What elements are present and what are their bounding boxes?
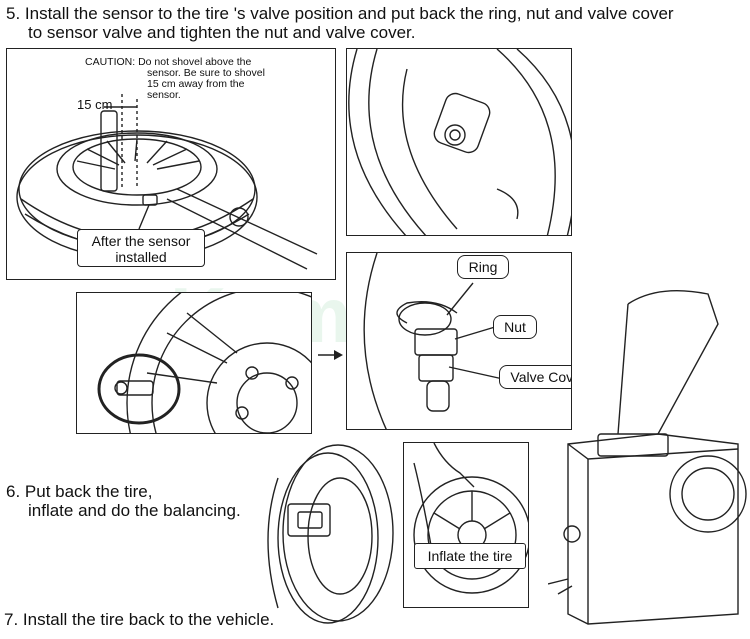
caution-line3: 15 cm away from the bbox=[147, 78, 245, 90]
arrow-right-icon bbox=[318, 350, 343, 360]
after-sensor-callout-line1: After the sensor bbox=[91, 233, 191, 249]
caution-line1: CAUTION: Do not shovel above the bbox=[85, 56, 252, 68]
shovel-caution-panel: CAUTION: Do not shovel above the sensor.… bbox=[6, 48, 336, 280]
rim-sensor-illustration bbox=[348, 49, 571, 235]
step6-instruction-line1: 6. Put back the tire, bbox=[6, 482, 153, 501]
inflate-tire-illustration bbox=[413, 443, 528, 594]
step5-instruction-line1: 5. Install the sensor to the tire 's val… bbox=[6, 4, 674, 23]
valve-cover-label-callout: Valve Cover bbox=[499, 365, 571, 389]
rim-sensor-panel bbox=[346, 48, 572, 236]
tire-with-sensor-illustration bbox=[267, 444, 394, 624]
after-sensor-callout: After the sensor installed bbox=[77, 229, 205, 267]
caution-line4: sensor. bbox=[147, 89, 181, 101]
step7-instruction: 7. Install the tire back to the vehicle. bbox=[4, 610, 275, 629]
inflate-tire-callout: Inflate the tire bbox=[414, 543, 526, 569]
wheel-valve-illustration bbox=[97, 293, 311, 433]
valve-parts-illustration bbox=[363, 253, 504, 429]
distance-label: 15 cm bbox=[77, 97, 113, 112]
valve-parts-panel: Ring Nut Valve Cover bbox=[346, 252, 572, 430]
nut-label-callout: Nut bbox=[493, 315, 537, 339]
after-sensor-callout-line2: installed bbox=[115, 249, 167, 265]
step5-instruction-line2: to sensor valve and tighten the nut and … bbox=[28, 23, 416, 42]
step6-instruction-line2: inflate and do the balancing. bbox=[28, 501, 241, 520]
wheel-valve-panel bbox=[76, 292, 312, 434]
wheel-balancer-illustration bbox=[548, 290, 747, 625]
inflate-tire-panel: Inflate the tire bbox=[403, 442, 529, 608]
ring-label-callout: Ring bbox=[457, 255, 509, 279]
caution-line2: sensor. Be sure to shovel bbox=[147, 67, 265, 79]
